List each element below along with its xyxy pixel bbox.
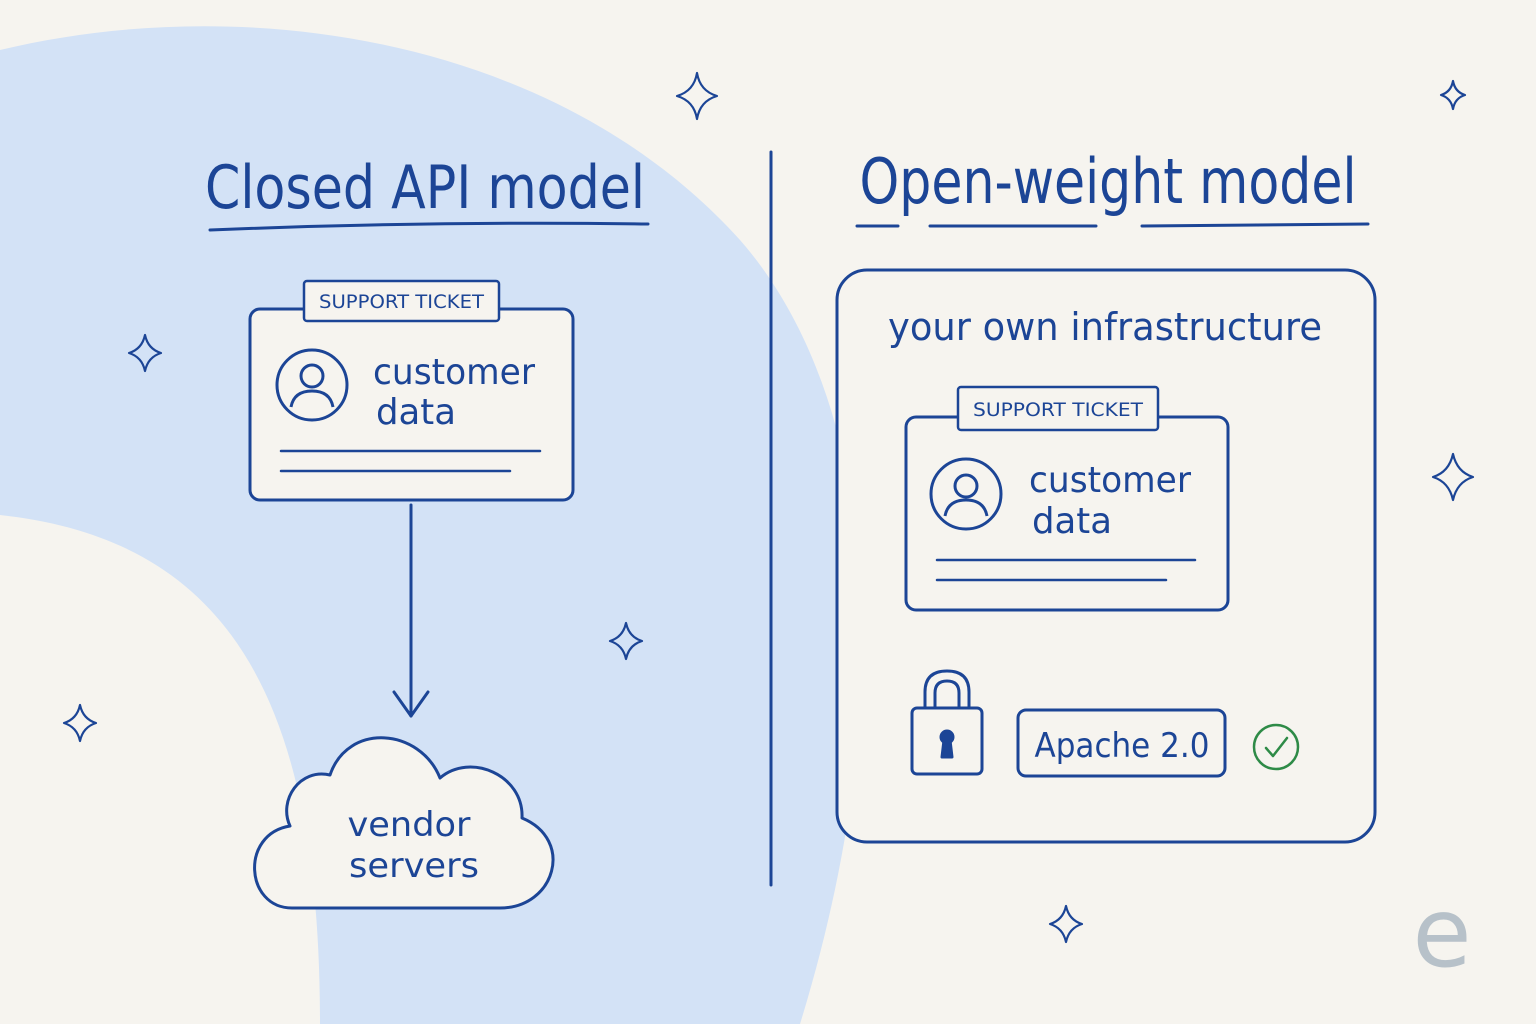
- right-ticket-tag-label: SUPPORT TICKET: [973, 399, 1143, 421]
- sparkle-icon: [127, 333, 163, 373]
- sparkle-icon: [675, 71, 719, 121]
- sparkle-icon: [1048, 904, 1084, 944]
- user-icon: [929, 457, 1003, 531]
- cloud-text-line1: vendor: [348, 805, 471, 845]
- background-blob: [0, 26, 863, 1024]
- sparkle-icon: [608, 621, 644, 661]
- left-title-underline: [208, 221, 650, 232]
- right-ticket-text-line2: data: [1032, 501, 1112, 542]
- cloud-icon: [253, 736, 555, 910]
- right-title-underline: [855, 222, 1370, 228]
- right-title: Open-weight model: [860, 145, 1357, 218]
- check-circle-icon: [1252, 723, 1300, 771]
- left-ticket-text-line2: data: [376, 392, 456, 433]
- cloud-text-line2: servers: [349, 846, 479, 886]
- sparkle-icon: [1439, 79, 1467, 111]
- arrow-down-icon: [392, 503, 430, 718]
- left-title: Closed API model: [205, 153, 645, 223]
- logo-letter: e: [1412, 877, 1471, 989]
- left-ticket-text-line1: customer: [373, 352, 535, 393]
- lock-icon: [910, 669, 984, 776]
- left-ticket-tag: [302, 279, 501, 323]
- sparkle-icon: [62, 703, 98, 743]
- left-ticket-tag-label: SUPPORT TICKET: [319, 291, 484, 313]
- license-label: Apache 2.0: [1035, 726, 1210, 766]
- right-ticket-text-line1: customer: [1029, 460, 1191, 501]
- infrastructure-label: your own infrastructure: [888, 305, 1322, 349]
- right-ticket-tag: [956, 385, 1160, 432]
- user-icon: [275, 348, 349, 422]
- license-badge: [1016, 708, 1227, 778]
- sparkle-icon: [1431, 452, 1475, 502]
